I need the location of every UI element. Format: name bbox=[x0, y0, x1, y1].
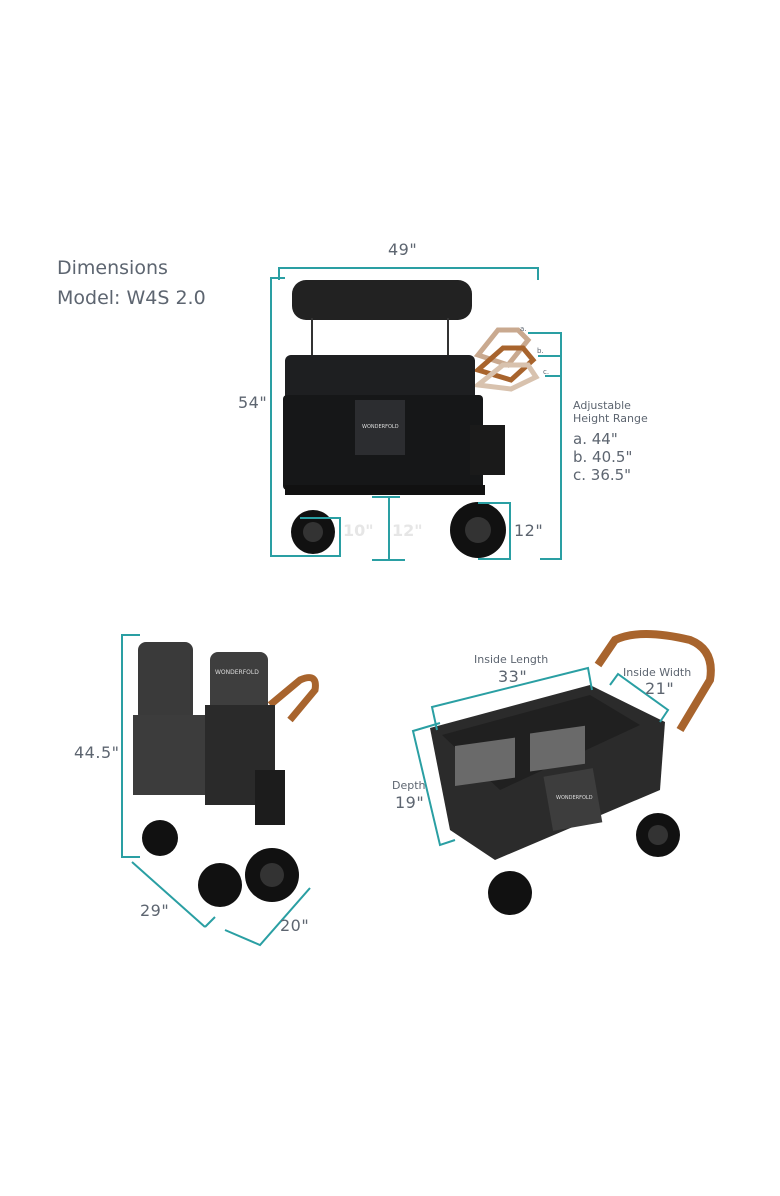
depth-label: Depth bbox=[392, 779, 426, 792]
brand-logo: WONDERFOLD bbox=[362, 424, 399, 430]
title: Dimensions bbox=[57, 257, 168, 279]
width-label: 49" bbox=[388, 240, 418, 259]
height-b: b. 40.5" bbox=[573, 448, 633, 466]
folded-dimension-lines bbox=[121, 634, 311, 947]
mark-b: b. bbox=[537, 347, 544, 355]
clearance-label: 12" bbox=[392, 521, 423, 540]
folded-length-label: 29" bbox=[140, 901, 170, 920]
front-view-dimension-lines bbox=[270, 267, 562, 561]
inside-dimension-lines bbox=[411, 666, 670, 847]
inside-width-value: 21" bbox=[645, 679, 675, 698]
folded-height-label: 44.5" bbox=[74, 743, 120, 762]
front-view-wagon bbox=[283, 280, 540, 558]
front-wheel-label: 10" bbox=[343, 521, 374, 540]
folded-width-label: 20" bbox=[280, 916, 310, 935]
depth-value: 19" bbox=[395, 793, 425, 812]
inside-length-label: Inside Length bbox=[474, 653, 549, 666]
mark-a: a. bbox=[520, 325, 527, 333]
inside-length-value: 33" bbox=[498, 667, 528, 686]
adjustable-label: Adjustable bbox=[573, 399, 631, 412]
folded-wagon bbox=[133, 642, 319, 907]
height-range-label: Height Range bbox=[573, 412, 648, 425]
rear-wheel-label: 12" bbox=[514, 521, 544, 540]
height-c: c. 36.5" bbox=[573, 466, 632, 484]
height-label: 54" bbox=[238, 393, 268, 412]
height-a: a. 44" bbox=[573, 430, 618, 448]
model-label: Model: W4S 2.0 bbox=[57, 287, 206, 309]
inside-view-wagon bbox=[430, 630, 715, 915]
inside-width-label: Inside Width bbox=[623, 666, 692, 679]
mark-c: c. bbox=[543, 368, 550, 376]
folded-brand-logo: WONDERFOLD bbox=[215, 669, 259, 676]
inside-brand-logo: WONDERFOLD bbox=[556, 795, 593, 801]
